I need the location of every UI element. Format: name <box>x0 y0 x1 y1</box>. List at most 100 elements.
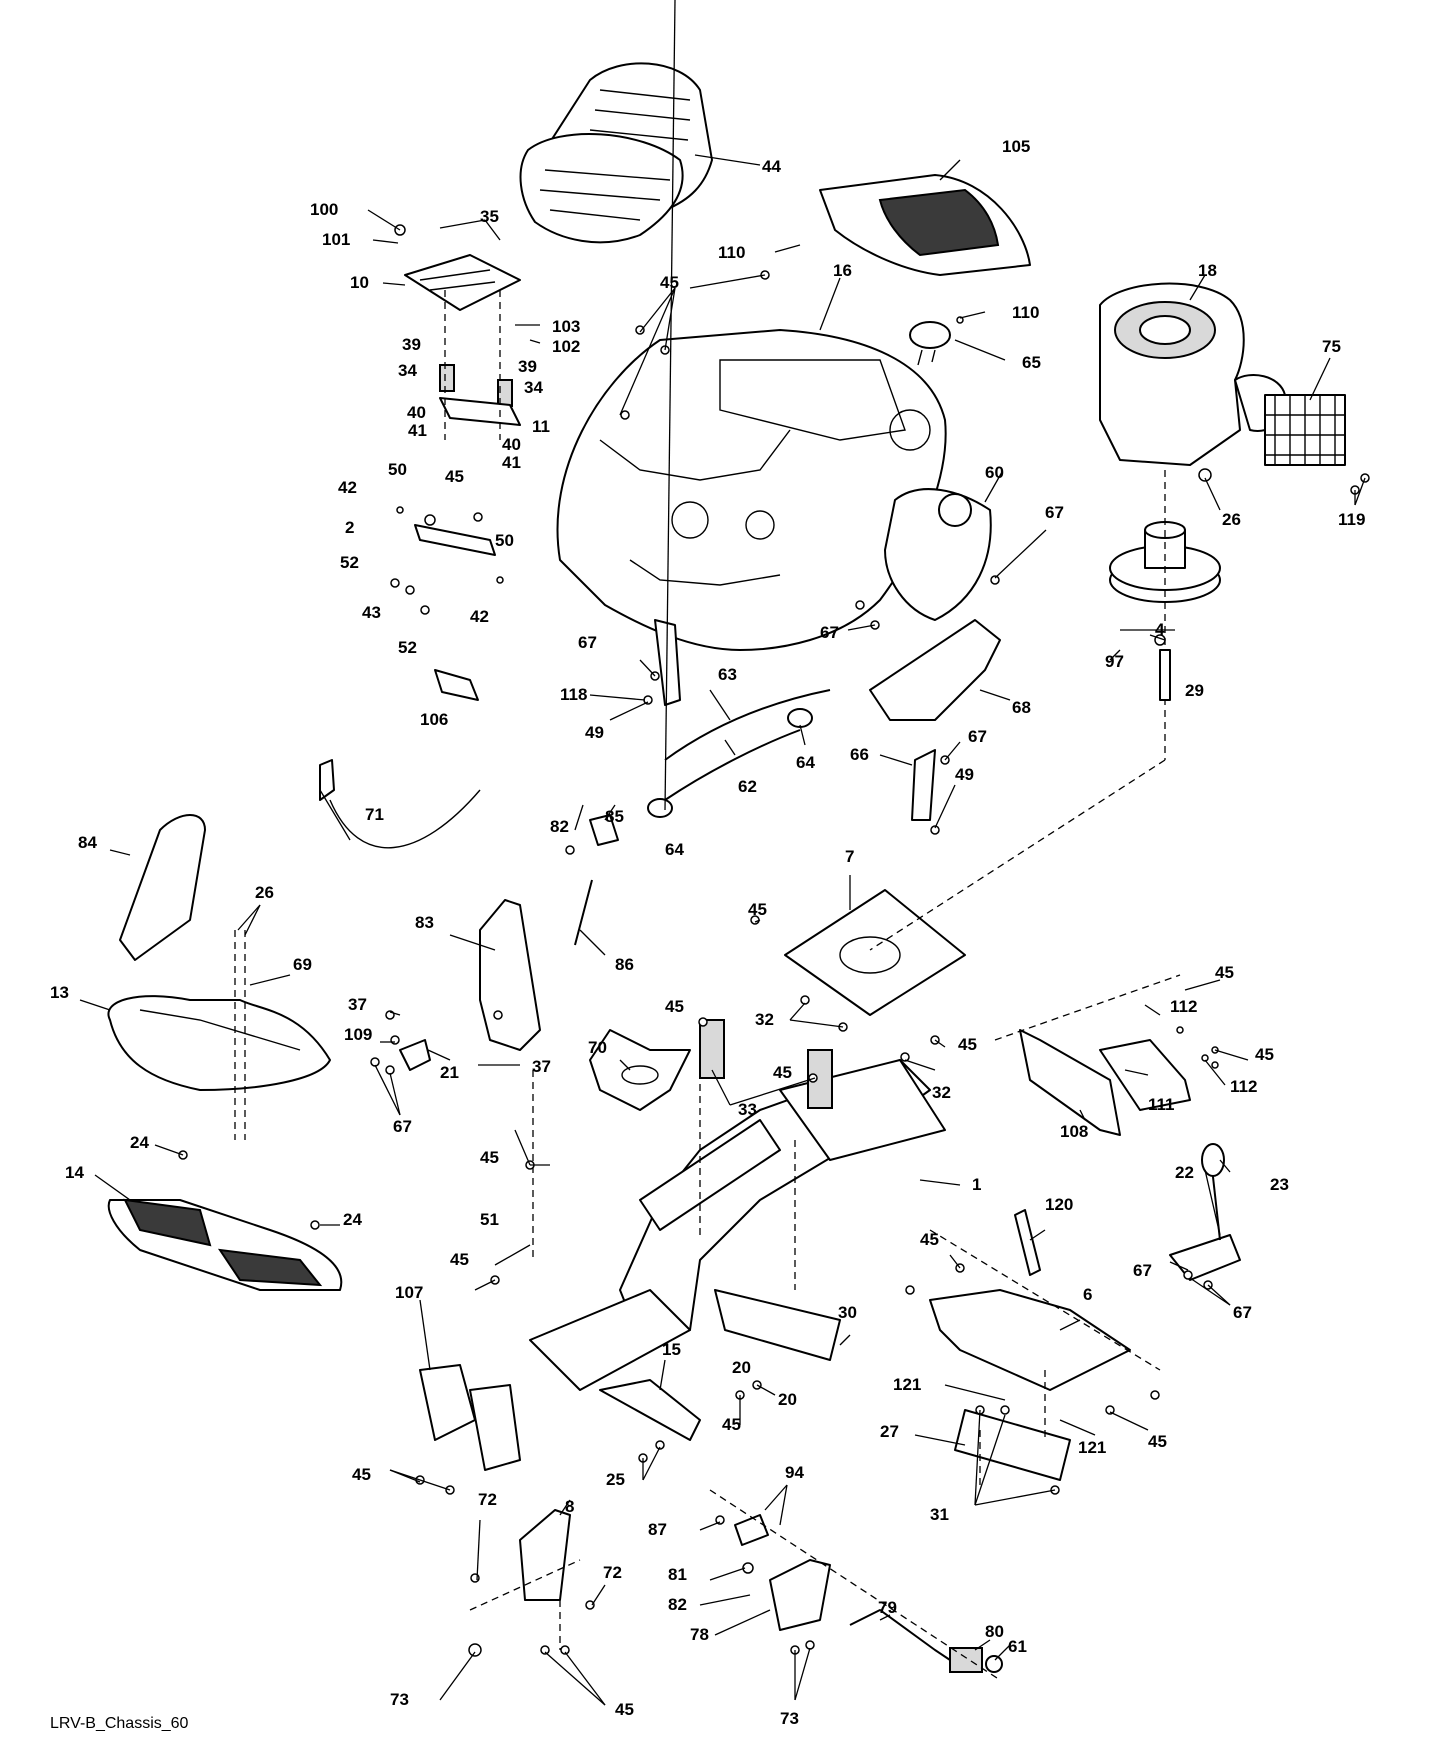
cable-part <box>319 759 481 849</box>
engine-cover-part <box>819 174 1031 276</box>
engine-part <box>1099 282 1287 466</box>
callout-97: 97 <box>1105 652 1124 671</box>
diagram-identifier: LRV-B_Chassis_60 <box>50 1715 189 1732</box>
callout-60: 60 <box>985 463 1004 482</box>
callout-4: 4 <box>1155 620 1165 639</box>
callout-45-f: 45 <box>958 1035 977 1054</box>
callout-70: 70 <box>588 1038 607 1057</box>
callout-40-a: 40 <box>407 403 426 422</box>
callout-10: 10 <box>350 273 369 292</box>
callout-62: 62 <box>738 777 757 796</box>
callout-13: 13 <box>50 983 69 1002</box>
callout-67-a: 67 <box>1045 503 1064 522</box>
callout-21: 21 <box>440 1063 459 1082</box>
seat-part <box>519 62 713 244</box>
bracket-81-part <box>734 1514 769 1546</box>
callout-71: 71 <box>365 805 384 824</box>
callout-20-b: 20 <box>778 1390 797 1409</box>
callout-32-a: 32 <box>755 1010 774 1029</box>
callout-65: 65 <box>1022 353 1041 372</box>
callout-45-n: 45 <box>352 1465 371 1484</box>
callout-labels: 44 105 100 35 101 110 10 45 16 18 110 10… <box>50 137 1365 1728</box>
callout-78: 78 <box>690 1625 709 1644</box>
assembly-lines <box>234 759 1181 1681</box>
callout-102: 102 <box>552 337 580 356</box>
callout-30: 30 <box>838 1303 857 1322</box>
callout-119: 119 <box>1338 510 1365 529</box>
callout-42-b: 42 <box>470 607 489 626</box>
callout-80: 80 <box>985 1622 1004 1641</box>
callout-45-g: 45 <box>1255 1045 1274 1064</box>
callout-44: 44 <box>762 157 781 176</box>
callout-72-b: 72 <box>603 1563 622 1582</box>
callout-121-a: 121 <box>893 1375 921 1394</box>
callout-82-b: 82 <box>668 1595 687 1614</box>
callout-34-a: 34 <box>398 361 417 380</box>
pedal-bracket-78-part <box>769 1559 831 1631</box>
bracket-118-part <box>654 619 681 706</box>
callout-7: 7 <box>845 847 854 866</box>
callout-45-c: 45 <box>748 900 767 919</box>
front-cover-84-part <box>119 814 206 961</box>
seat-spring-part <box>439 364 513 407</box>
callout-35: 35 <box>480 207 499 226</box>
callout-45-e: 45 <box>665 997 684 1016</box>
callout-39-b: 39 <box>518 357 537 376</box>
bracket-120-part <box>1014 1209 1041 1276</box>
callout-1: 1 <box>972 1175 981 1194</box>
callout-110-b: 110 <box>1012 303 1039 322</box>
callout-94: 94 <box>785 1463 804 1482</box>
callout-31: 31 <box>930 1505 949 1524</box>
callout-100: 100 <box>310 200 338 219</box>
callout-16: 16 <box>833 261 852 280</box>
callout-20-a: 20 <box>732 1358 751 1377</box>
callout-8: 8 <box>565 1497 574 1516</box>
rear-bracket-108-part <box>1019 1029 1121 1136</box>
callout-111: 111 <box>1148 1095 1175 1114</box>
callout-39-a: 39 <box>402 335 421 354</box>
callout-107: 107 <box>395 1283 423 1302</box>
seat-plate-part <box>404 254 521 311</box>
callout-79: 79 <box>878 1598 897 1617</box>
callout-11: 11 <box>532 417 550 436</box>
callout-32-b: 32 <box>932 1083 951 1102</box>
callout-45-l: 45 <box>722 1415 741 1434</box>
callout-67-g: 67 <box>1233 1303 1252 1322</box>
callout-37-b: 37 <box>532 1057 551 1076</box>
callout-120: 120 <box>1045 1195 1073 1214</box>
shift-lever-part <box>1169 1143 1241 1281</box>
callout-6: 6 <box>1083 1285 1092 1304</box>
callout-103: 103 <box>552 317 580 336</box>
hose-part <box>647 689 831 818</box>
small-bracket-106-part <box>434 669 479 701</box>
air-filter-cage-part <box>1264 394 1346 466</box>
callout-85: 85 <box>605 807 624 826</box>
callout-24-b: 24 <box>343 1210 362 1229</box>
callout-49-a: 49 <box>585 723 604 742</box>
callout-49-b: 49 <box>955 765 974 784</box>
callout-45-i: 45 <box>480 1148 499 1167</box>
callout-66: 66 <box>850 745 869 764</box>
callout-22: 22 <box>1175 1163 1194 1182</box>
leader-lines <box>79 0 1366 1706</box>
spring-33-part <box>699 1019 833 1109</box>
callout-63: 63 <box>718 665 737 684</box>
callout-52-a: 52 <box>340 553 359 572</box>
callout-84: 84 <box>78 833 97 852</box>
callout-68: 68 <box>1012 698 1031 717</box>
callout-110-a: 110 <box>718 243 745 262</box>
callout-82-a: 82 <box>550 817 569 836</box>
callout-112-b: 112 <box>1230 1077 1257 1096</box>
heat-shield-part <box>869 619 1001 721</box>
callout-51: 51 <box>480 1210 499 1229</box>
callout-67-e: 67 <box>393 1117 412 1136</box>
panel-6-part <box>929 1289 1131 1391</box>
callout-45-a: 45 <box>660 273 679 292</box>
callout-101: 101 <box>322 230 350 249</box>
body-hood-part <box>556 329 947 651</box>
callout-26-b: 26 <box>255 883 274 902</box>
seat-bracket-2-part <box>414 524 496 556</box>
callout-67-f: 67 <box>1133 1261 1152 1280</box>
callout-45-b: 45 <box>445 467 464 486</box>
bracket-70-part <box>589 1029 691 1111</box>
